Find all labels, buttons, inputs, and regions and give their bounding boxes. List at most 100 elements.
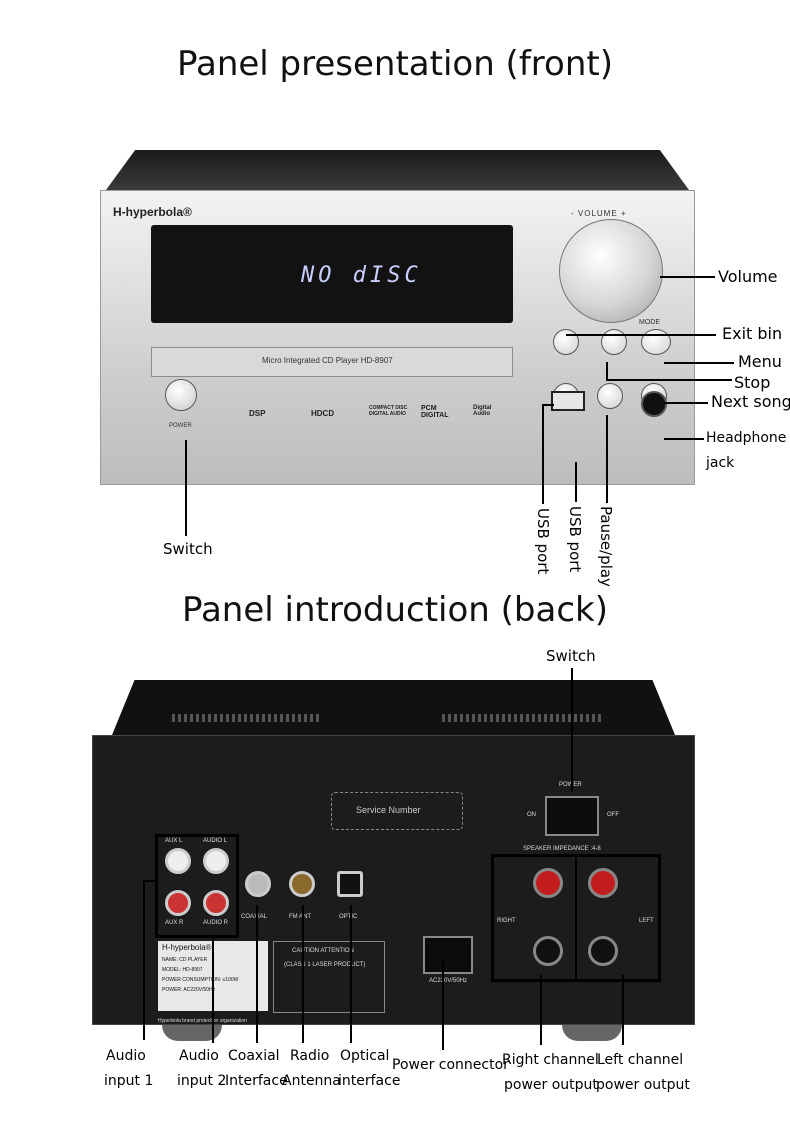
label-radio-b: Antenna xyxy=(282,1073,341,1089)
nameplate-line: POWER CONSUMPTION: ≤100W xyxy=(162,977,239,983)
service-number-text: Service Number xyxy=(356,805,421,815)
label-power-connector: Power connector xyxy=(392,1057,509,1073)
eject-button xyxy=(553,329,579,355)
vent-left xyxy=(172,714,322,722)
label-usb-port-2: USB port xyxy=(566,506,584,573)
label-coaxial-a: Coaxial xyxy=(228,1048,280,1064)
label-left-channel-b: power output xyxy=(596,1077,690,1093)
cd-logo: COMPACT DISC DIGITAL AUDIO xyxy=(369,405,408,417)
right-negative-post xyxy=(533,936,563,966)
speaker-impedance-caption: SPEAKER IMPEDANCE :4-8 xyxy=(523,846,601,852)
audio-l-caption: AUDIO L xyxy=(203,838,228,844)
usb1-leader-h xyxy=(542,404,554,406)
label-audio-1-b: input 1 xyxy=(104,1073,154,1089)
label-radio-a: Radio xyxy=(290,1048,330,1064)
on-caption: ON xyxy=(527,812,536,818)
disc-slot: Micro Integrated CD Player HD-8907 xyxy=(151,347,513,377)
display-text: NO dISC xyxy=(301,263,422,288)
right-positive-post xyxy=(533,868,563,898)
headphone-leader-line xyxy=(664,438,704,440)
power-button xyxy=(165,379,197,411)
right-channel-leader xyxy=(540,975,542,1045)
coaxial-caption: COAXIAL xyxy=(241,914,268,920)
left-caption: LEFT xyxy=(639,918,654,924)
device-top-lid xyxy=(106,150,689,190)
label-coaxial-b: Interface xyxy=(225,1073,288,1089)
volume-leader-line xyxy=(660,276,715,278)
service-number-box: Service Number xyxy=(331,792,463,830)
mode-caption: MODE xyxy=(639,319,660,326)
right-caption: RIGHT xyxy=(497,918,516,924)
switch-leader-line xyxy=(185,440,187,536)
label-pause-play: Pause/play xyxy=(597,506,615,587)
switch-back-leader xyxy=(571,668,573,792)
hdcd-logo: HDCD xyxy=(311,409,335,418)
usb1-leader-v xyxy=(542,404,544,504)
mode-button xyxy=(641,329,671,355)
nameplate-line: POWER: AC220V/50Hz xyxy=(162,987,216,993)
stop-button xyxy=(601,329,627,355)
left-negative-post xyxy=(588,936,618,966)
power-rocker-switch xyxy=(545,796,599,836)
disc-slot-text: Micro Integrated CD Player HD-8907 xyxy=(262,356,393,365)
coaxial-leader xyxy=(256,905,258,1043)
brand-logo: H-hyperbola® xyxy=(113,205,192,219)
back-top-lid xyxy=(112,680,675,735)
label-switch-front: Switch xyxy=(163,540,213,558)
iec-power-socket xyxy=(423,936,473,974)
usb2-leader-v xyxy=(575,462,577,502)
usb-socket xyxy=(551,391,585,411)
vent-right xyxy=(442,714,602,722)
audio1-leader-h xyxy=(143,880,157,882)
power-caption: POWER xyxy=(169,423,192,429)
aux-l-caption: AUX L xyxy=(165,838,183,844)
play-pause-button xyxy=(597,383,623,409)
optical-leader xyxy=(350,905,352,1043)
back-title: Panel introduction (back) xyxy=(182,590,608,630)
left-positive-post xyxy=(588,868,618,898)
dsp-logo: DSP xyxy=(249,409,266,418)
label-audio-2-b: input 2 xyxy=(177,1073,227,1089)
nameplate-line: MODEL: HD-8907 xyxy=(162,967,203,973)
label-switch-back: Switch xyxy=(546,647,596,665)
audio2-leader xyxy=(212,935,214,1043)
fm-ant-caption: FM ANT xyxy=(289,914,311,920)
protection-footer: Hyperbola brand protection organization xyxy=(158,1018,247,1024)
label-menu: Menu xyxy=(738,352,782,371)
label-jack: jack xyxy=(706,455,735,471)
headphone-jack-socket xyxy=(641,391,667,417)
laser-text: (CLASS 1 LASER PRODUCT) xyxy=(284,962,366,968)
label-headphone: Headphone xyxy=(706,430,787,446)
front-title: Panel presentation (front) xyxy=(177,44,613,84)
caution-label: CAUTION ATTENTION (CLASS 1 LASER PRODUCT… xyxy=(273,941,385,1013)
label-exit-bin: Exit bin xyxy=(722,324,783,343)
coaxial-jack xyxy=(245,871,271,897)
label-optical-a: Optical xyxy=(340,1048,390,1064)
power-caption-back: POWER xyxy=(559,782,582,788)
off-caption: OFF xyxy=(607,812,619,818)
menu-leader-line xyxy=(664,362,734,364)
audio-r-caption: AUDIO R xyxy=(203,920,229,926)
exit-bin-leader-line xyxy=(566,334,716,336)
nameplate-line: NAME: CD PLAYER xyxy=(162,957,208,963)
label-audio-1-a: Audio xyxy=(106,1048,146,1064)
caution-text: CAUTION ATTENTION xyxy=(292,948,354,954)
front-device-image: H-hyperbola® NO dISC Micro Integrated CD… xyxy=(100,150,695,485)
power-connector-leader xyxy=(442,960,444,1050)
front-faceplate: H-hyperbola® NO dISC Micro Integrated CD… xyxy=(100,190,695,485)
label-left-channel-a: Left channel xyxy=(597,1052,684,1068)
vfd-display: NO dISC xyxy=(151,225,513,323)
back-device-image: Service Number POWER ON OFF SPEAKER IMPE… xyxy=(92,680,695,1041)
audio-r-jack xyxy=(203,890,229,916)
label-optical-b: interface xyxy=(338,1073,401,1089)
speaker-divider xyxy=(575,854,577,982)
next-song-leader-line xyxy=(664,402,708,404)
label-usb-port-1: USB port xyxy=(534,508,552,575)
aux-r-jack xyxy=(165,890,191,916)
volume-knob xyxy=(559,219,663,323)
aux-r-caption: AUX R xyxy=(165,920,184,926)
stop-leader-line xyxy=(606,379,732,381)
audio-inputs-highlight xyxy=(155,834,239,938)
pause-play-leader-v xyxy=(606,415,608,503)
left-channel-leader xyxy=(622,975,624,1045)
